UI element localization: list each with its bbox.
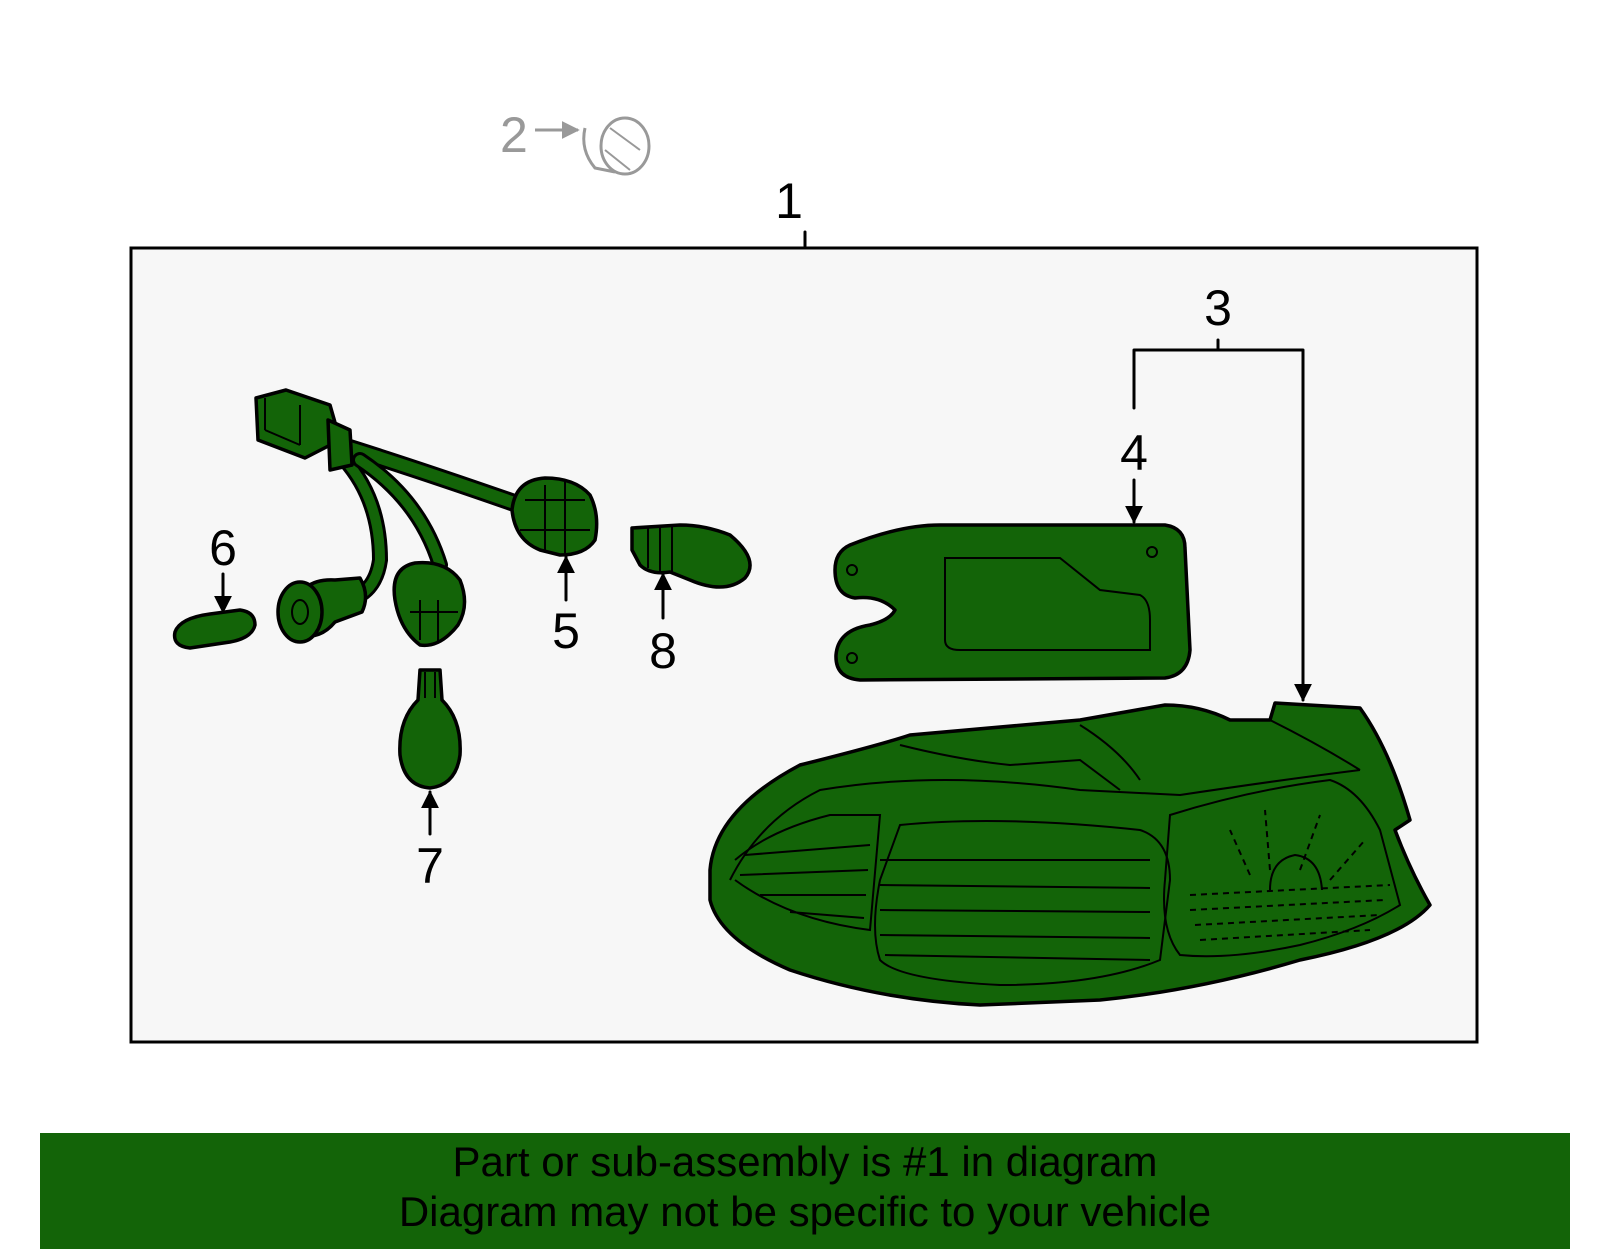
part-7-bulb[interactable] — [398, 668, 462, 790]
part-4-gasket[interactable] — [833, 523, 1192, 682]
callout-5[interactable]: 5 — [552, 603, 580, 659]
banner-line-2: Diagram may not be specific to your vehi… — [398, 1188, 1212, 1235]
part-8-bulb[interactable] — [630, 523, 752, 589]
callout-3[interactable]: 3 — [1204, 280, 1232, 336]
center-socket[interactable] — [392, 560, 467, 648]
grommet[interactable] — [276, 576, 368, 644]
part-3-lamp-housing[interactable] — [708, 701, 1432, 1007]
banner-line-1: Part or sub-assembly is #1 in diagram — [452, 1138, 1158, 1185]
callout-2[interactable]: 2 — [500, 107, 528, 163]
callout-8[interactable]: 8 — [649, 623, 677, 679]
callout-7[interactable]: 7 — [416, 838, 444, 894]
callout-4[interactable]: 4 — [1120, 425, 1148, 481]
wiring-harness[interactable] — [254, 388, 529, 608]
disclaimer-banner: Part or sub-assembly is #1 in diagram Di… — [40, 1133, 1570, 1249]
callout-1[interactable]: 1 — [775, 173, 803, 229]
part-5-socket[interactable] — [510, 476, 599, 557]
callout-6[interactable]: 6 — [209, 520, 237, 576]
part-6-bulb[interactable] — [172, 608, 257, 650]
part-2-socket[interactable] — [582, 116, 651, 176]
